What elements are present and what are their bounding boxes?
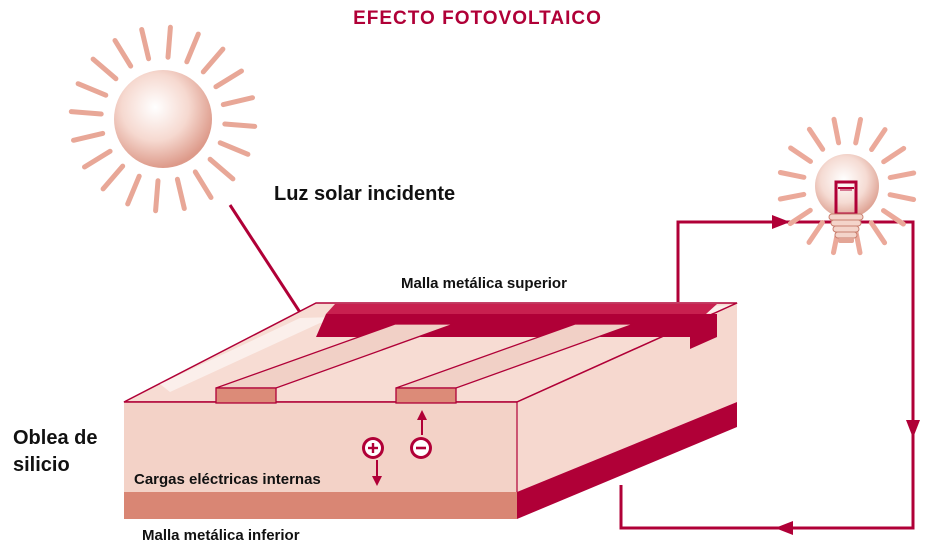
negative-charge-icon <box>410 410 432 459</box>
page-title: EFECTO FOTOVOLTAICO <box>353 8 602 29</box>
ray <box>831 116 842 146</box>
ray <box>777 170 807 180</box>
wafer-front-face <box>124 402 517 492</box>
ray <box>869 127 888 152</box>
ray <box>184 31 201 65</box>
bottom-grid-label: Malla metálica inferior <box>142 527 300 544</box>
ray <box>887 192 917 202</box>
ray <box>806 126 826 152</box>
ray <box>887 170 917 181</box>
bottom-grid-side <box>517 402 737 519</box>
ray <box>881 145 907 165</box>
ray <box>165 24 173 60</box>
wafer-side-face <box>517 303 737 492</box>
ray <box>125 173 142 207</box>
ray <box>139 27 152 62</box>
ray <box>881 208 906 227</box>
wire-arrow-down <box>906 420 920 438</box>
ray <box>222 121 258 129</box>
ray <box>777 191 807 202</box>
ray <box>200 46 226 75</box>
ray <box>207 156 236 182</box>
ray <box>806 220 825 245</box>
top-metal-grid <box>215 304 717 404</box>
ray <box>100 163 126 192</box>
ray <box>71 130 106 143</box>
ray <box>213 68 244 90</box>
ray <box>82 148 113 170</box>
wire-arrow-right <box>772 215 790 229</box>
bottom-grid-front <box>124 492 517 519</box>
ray <box>174 176 187 211</box>
ray <box>192 169 214 200</box>
sunlight-label: Luz solar incidente <box>274 183 456 205</box>
top-grid-label: Malla metálica superior <box>401 275 567 292</box>
wire-arrow-left <box>775 521 793 535</box>
wafer-label-line2: silicio <box>13 454 70 476</box>
ray <box>75 81 109 98</box>
ray <box>787 207 813 227</box>
ray <box>90 56 119 82</box>
circuit-wire <box>619 220 915 530</box>
ray <box>68 109 104 117</box>
ray <box>868 220 888 246</box>
wafer-label-line1: Oblea de <box>13 427 98 449</box>
ray <box>220 95 255 108</box>
ray <box>153 178 161 214</box>
ray <box>112 38 134 69</box>
ray <box>853 116 863 146</box>
sun-icon <box>68 24 258 214</box>
ray <box>217 140 251 157</box>
light-bulb-icon <box>777 116 917 256</box>
positive-charge-icon <box>362 437 384 486</box>
ray <box>788 145 813 164</box>
charges-label: Cargas eléctricas internas <box>134 471 321 488</box>
